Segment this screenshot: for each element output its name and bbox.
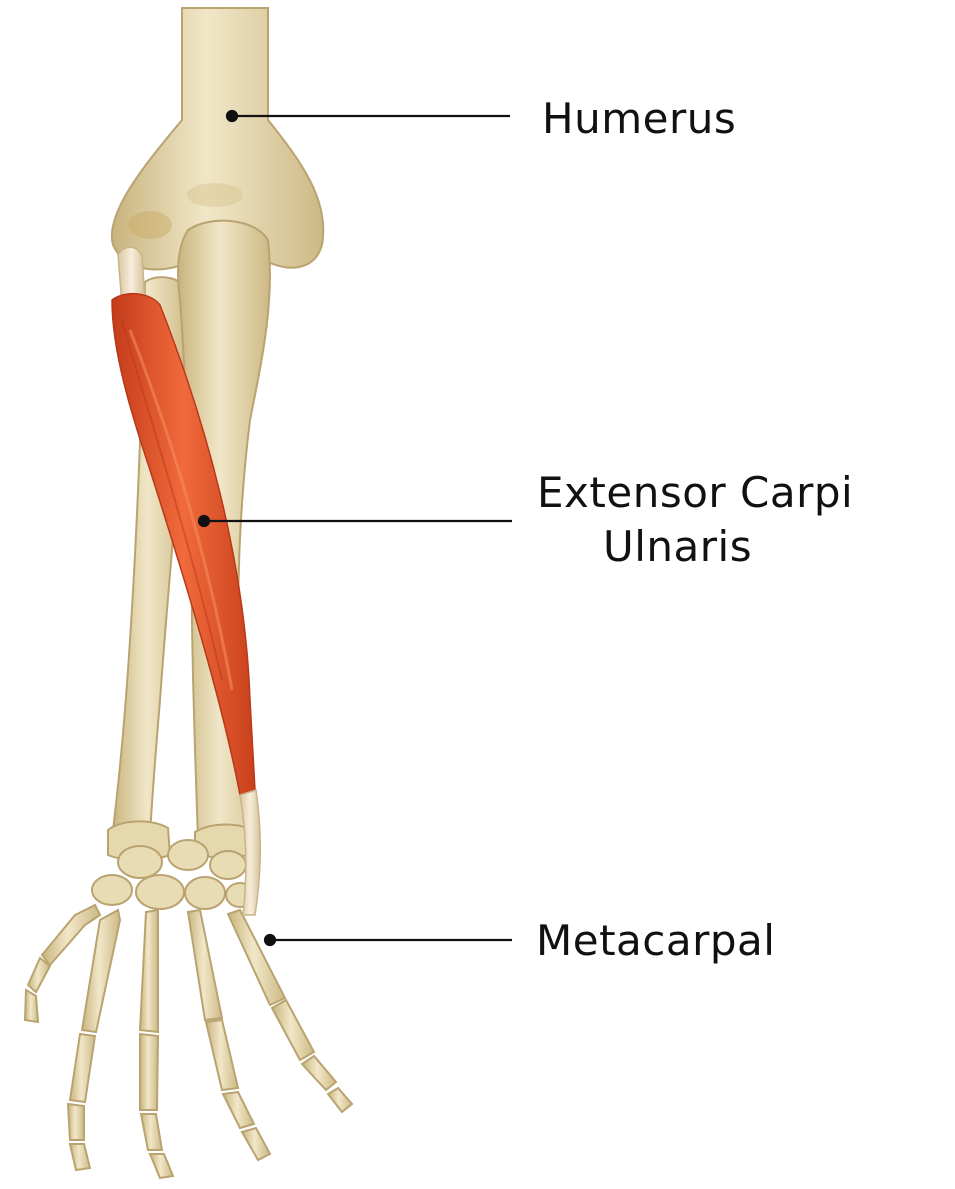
humerus-label: Humerus bbox=[542, 94, 736, 144]
hand-bones bbox=[25, 905, 352, 1178]
extensor-carpi-label-line2: Ulnaris bbox=[603, 522, 752, 572]
metacarpal-pointer-dot bbox=[265, 935, 275, 945]
metacarpal-label: Metacarpal bbox=[536, 916, 775, 966]
extensor-carpi-label-line1: Extensor Carpi bbox=[537, 468, 853, 518]
extensor-pointer-dot bbox=[199, 516, 209, 526]
humerus-pointer-dot bbox=[227, 111, 237, 121]
